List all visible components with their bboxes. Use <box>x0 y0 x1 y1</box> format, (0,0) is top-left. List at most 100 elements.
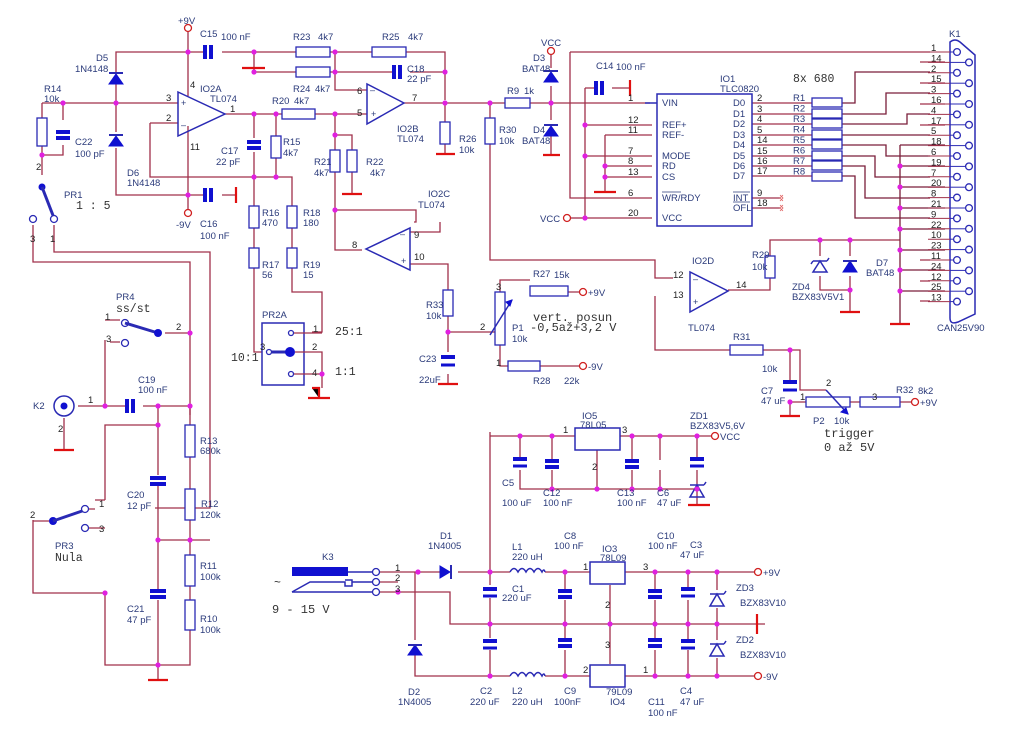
resistor-R11[interactable] <box>184 554 196 587</box>
component-ref: R17 <box>262 260 279 271</box>
resistor-R21[interactable] <box>329 149 341 173</box>
svg-text:7: 7 <box>412 93 417 104</box>
input-voltage-range: 9 - 15 V <box>272 603 330 617</box>
component-ref: C19 <box>138 375 155 386</box>
switch-PR1[interactable] <box>28 183 59 224</box>
component-ref: D3 <box>533 53 545 64</box>
resistor-R30[interactable] <box>484 117 496 145</box>
regulator-IO4 <box>589 664 626 688</box>
component-ref: C4 <box>680 686 692 697</box>
resistor-R9[interactable] <box>504 97 531 109</box>
resistor-R25[interactable] <box>371 46 407 58</box>
component-ref: C3 <box>690 540 702 551</box>
adc-pin-number: 4 <box>757 114 762 125</box>
resistor-R23[interactable] <box>295 46 331 58</box>
resistor-R26[interactable] <box>439 121 451 145</box>
connector-K1-pin <box>952 255 962 265</box>
p1-function: vert. posun <box>533 311 612 325</box>
adc-pin-number: 1 <box>628 93 633 104</box>
component-ref: ZD1 <box>690 411 708 422</box>
component-ref: R24 <box>293 84 310 95</box>
component-value: 4k7 <box>314 168 329 179</box>
connector-K2[interactable] <box>53 395 75 417</box>
svg-text:1: 1 <box>50 234 55 245</box>
resistor-R20[interactable] <box>281 108 316 120</box>
component-value: 8k2 <box>918 386 933 397</box>
adc-pin-name: RD <box>662 161 676 172</box>
component-ref: P1 <box>512 323 524 334</box>
resistor-R12[interactable] <box>184 488 196 521</box>
resistor-R19[interactable] <box>286 247 298 269</box>
resistor-R29[interactable] <box>764 255 776 279</box>
adc-pin-name: WR/RDY <box>662 193 701 204</box>
component-value: 10k <box>834 416 850 427</box>
svg-text:6: 6 <box>357 86 362 97</box>
connector-K1-pin-number: 22 <box>931 220 942 231</box>
potentiometer-P1-arrow <box>489 299 513 336</box>
component-value: 470 <box>262 218 278 229</box>
connector-K1-pin <box>952 214 962 223</box>
junction-dots <box>39 49 903 679</box>
p2-range: 0 až 5V <box>824 441 875 455</box>
resistor-R28[interactable] <box>507 360 541 372</box>
resistor-R14[interactable] <box>36 117 48 147</box>
resistor-R10[interactable] <box>184 599 196 631</box>
adc-pin-number: 12 <box>628 115 639 126</box>
component-value: 10k <box>459 145 475 156</box>
component-ref: IO4 <box>610 697 625 708</box>
component-value: 680k <box>200 446 221 457</box>
component-ref: R19 <box>303 260 320 271</box>
resistor-R31[interactable] <box>729 344 764 356</box>
adc-pin-number: 17 <box>757 166 768 177</box>
svg-text:2: 2 <box>36 162 41 173</box>
switch-PR4[interactable] <box>120 318 163 348</box>
component-value: BZX83V10 <box>740 598 786 609</box>
component-value: 47 uF <box>680 550 704 561</box>
component-value: 220 uF <box>470 697 500 708</box>
component-ref: R32 <box>896 385 913 396</box>
svg-text:3: 3 <box>643 562 648 573</box>
resistor-R15[interactable] <box>270 135 282 159</box>
adc-pin-name: OFL <box>733 203 751 214</box>
resistor-R18[interactable] <box>286 205 298 229</box>
resistor-R16[interactable] <box>248 205 260 229</box>
svg-text:2: 2 <box>605 600 610 611</box>
component-value: 1N4005 <box>428 541 461 552</box>
svg-text:4: 4 <box>190 80 195 91</box>
switch-PR3[interactable] <box>33 504 95 533</box>
svg-text:1: 1 <box>99 499 104 510</box>
potentiometer-P2[interactable] <box>805 396 851 408</box>
component-value: 15 <box>303 270 314 281</box>
resistor-network-ref: R1 <box>793 93 805 104</box>
resistor-network-ref: R7 <box>793 156 805 167</box>
resistor-R17[interactable] <box>248 247 260 269</box>
connector-K1-pin-number: 21 <box>931 199 942 210</box>
component-value: 120k <box>200 510 221 521</box>
component-value: 1N4148 <box>127 178 160 189</box>
attenuation-1-1: 1:1 <box>335 366 356 379</box>
svg-text:5: 5 <box>357 108 362 119</box>
resistor-R13[interactable] <box>184 424 196 458</box>
resistor-network-ref: R2 <box>793 104 805 115</box>
component-value: 22uF <box>419 375 441 386</box>
connector-K1-pin-number: 3 <box>931 85 936 96</box>
resistor-R33[interactable] <box>442 289 454 317</box>
opamp-IO2B: –+ <box>366 82 406 126</box>
connector-K3-plug[interactable] <box>292 567 348 576</box>
connector-K1-pin-number: 11 <box>931 251 941 262</box>
svg-text:2: 2 <box>395 573 400 584</box>
resistor-R32[interactable] <box>859 396 901 408</box>
component-value: TL074 <box>210 94 237 105</box>
resistor-R27[interactable] <box>529 285 569 297</box>
component-ref: IO2A <box>200 84 222 95</box>
component-ref: P2 <box>813 416 825 427</box>
connector-K1-pin <box>964 141 974 150</box>
connector-K1-pin <box>952 47 962 57</box>
adc-pin-name: D6 <box>733 161 745 172</box>
connector-K1-pin-number: 19 <box>931 157 942 168</box>
component-value: BZX83V5,6V <box>690 421 746 432</box>
component-value: 4k7 <box>318 32 333 43</box>
resistor-R24[interactable] <box>295 66 331 78</box>
resistor-R22[interactable] <box>346 149 358 173</box>
component-ref: R13 <box>200 436 217 447</box>
